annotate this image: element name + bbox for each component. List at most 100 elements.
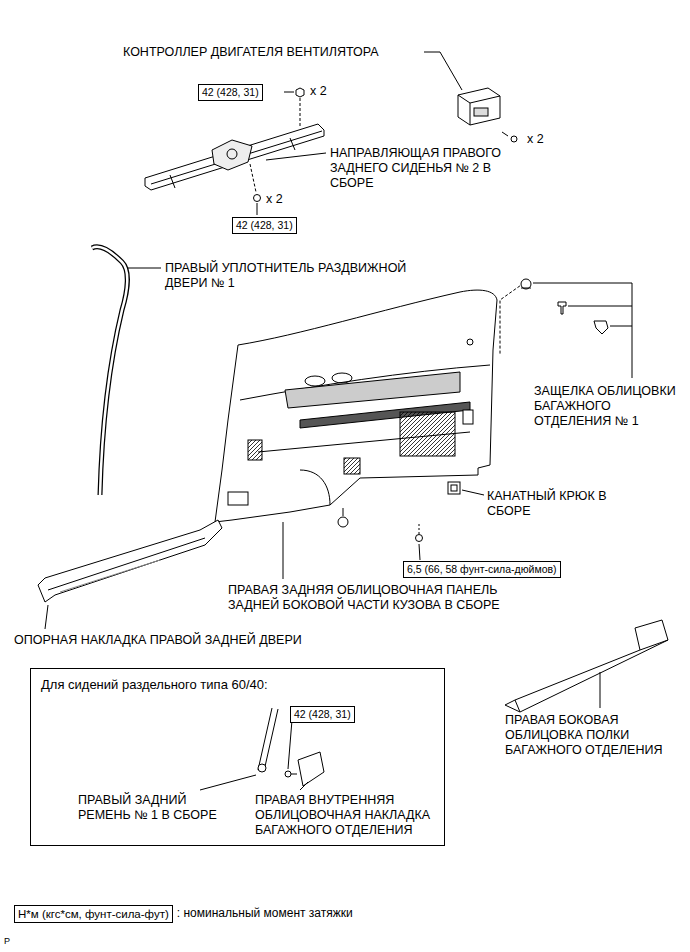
bolt [285, 771, 291, 777]
nut [296, 88, 304, 97]
side-panel [248, 440, 262, 460]
scuff-plate [48, 538, 205, 590]
leader-line [600, 672, 601, 708]
part-label: ПРАВАЯ ЗАДНЯЯ ОБЛИЦОВОЧНАЯ ПАНЕЛЬ ЗАДНЕЙ… [228, 583, 533, 613]
side-panel [332, 373, 352, 383]
legend-key: Н*м (кгс*см, фунт-сила-фут) [14, 905, 173, 923]
side-panel [400, 412, 455, 456]
bolt [291, 774, 297, 775]
door-seal [92, 247, 127, 495]
rope-hook [448, 482, 460, 494]
part-label: НАПРАВЛЯЮЩАЯ ПРАВОГО ЗАДНЕГО СИДЕНЬЯ № 2… [330, 146, 505, 191]
torque-spec: 42 (428, 31) [198, 84, 263, 101]
nut [296, 88, 304, 97]
fan-controller [458, 88, 500, 125]
torque-spec: 6,5 (66, 58 фунт-сила-дюймов) [403, 561, 561, 578]
screw [502, 132, 508, 136]
leader-line [419, 544, 420, 560]
leader-line [45, 605, 48, 629]
quantity-label: x 2 [527, 132, 544, 147]
scuff-plate [38, 520, 222, 602]
seat-belt [258, 708, 278, 772]
side-panel [215, 290, 497, 522]
shelf-trim [505, 620, 668, 712]
clip [338, 517, 348, 527]
fan-controller [458, 95, 500, 125]
leader-line [300, 782, 308, 790]
screw [419, 524, 420, 534]
sheet-mark: P [4, 934, 10, 949]
node-text: 42 (428, 31) [236, 219, 293, 232]
node-text: 42 (428, 31) [294, 708, 351, 721]
part-label: ОПОРНАЯ НАКЛАДКА ПРАВОЙ ЗАДНЕЙ ДВЕРИ [14, 633, 302, 648]
clip [558, 302, 566, 314]
shelf-trim [515, 640, 668, 712]
part-label: ПРАВЫЙ УПЛОТНИТЕЛЬ РАЗДВИЖНОЙ ДВЕРИ № 1 [165, 261, 450, 291]
inner-trim [298, 752, 324, 786]
dashed-line [500, 283, 524, 355]
leader-line [283, 522, 284, 579]
fan-controller [458, 88, 500, 125]
node-text: 6,5 (66, 58 фунт-сила-дюймов) [407, 563, 557, 576]
leader-line [288, 720, 292, 769]
part-label: КОНТРОЛЛЕР ДВИГАТЕЛЯ ВЕНТИЛЯТОРА [123, 45, 379, 60]
screw [416, 524, 423, 542]
node-text: 42 (428, 31) [202, 86, 259, 99]
leader-line [257, 203, 258, 215]
torque-spec: 42 (428, 31) [232, 217, 297, 234]
torque-spec: 42 (428, 31) [290, 706, 355, 723]
side-panel [300, 470, 330, 505]
side-panel [344, 458, 360, 474]
clip [521, 279, 531, 289]
dashed-line [300, 98, 301, 128]
screw [416, 535, 423, 542]
seat-rail [212, 140, 252, 170]
seat-rail [145, 124, 324, 190]
legend-text: : номинальный момент затяжки [177, 906, 353, 921]
door-seal [92, 247, 127, 495]
node-text: Н*м (кгс*см, фунт-сила-фут) [18, 907, 169, 921]
part-label: ПРАВАЯ ВНУТРЕННЯЯ ОБЛИЦОВОЧНАЯ НАКЛАДКА … [255, 793, 440, 838]
leader-line [266, 153, 326, 160]
rope-hook [451, 485, 457, 491]
part-label: КАНАТНЫЙ КРЮК В СБОРЕ [487, 489, 609, 519]
seat-rail [151, 131, 322, 184]
seat-rail [227, 149, 237, 159]
shelf-trim [505, 620, 668, 712]
leader-line [533, 283, 632, 378]
clip [594, 321, 608, 334]
side-panel [467, 339, 473, 345]
side-panel [215, 290, 497, 522]
quantity-label: x 2 [266, 192, 283, 207]
side-panel [305, 376, 325, 386]
clip [594, 321, 608, 334]
leader-line [284, 92, 294, 93]
rope-hook [448, 482, 460, 494]
dashed-line [250, 164, 256, 192]
scuff-plate [38, 520, 222, 602]
seat-rail [145, 124, 324, 190]
leader-line [128, 268, 161, 269]
bolt [254, 195, 261, 202]
clip [521, 279, 531, 289]
side-panel [228, 492, 248, 505]
quantity-label: x 2 [310, 84, 327, 99]
screw [502, 132, 517, 142]
seat-rail [170, 138, 295, 188]
screw [511, 136, 517, 142]
clip [338, 508, 348, 527]
door-seal [92, 247, 127, 495]
clip [558, 302, 566, 314]
leader-line [200, 775, 256, 790]
seat-belt [258, 764, 266, 772]
bolt [254, 195, 261, 202]
part-label: ЗАЩЕЛКА ОБЛИЦОВКИ БАГАЖНОГО ОТДЕЛЕНИЯ № … [534, 384, 684, 429]
clip [521, 288, 531, 289]
inner-trim [298, 752, 324, 786]
bolt [285, 771, 297, 777]
clip [343, 508, 344, 516]
part-label: ПРАВАЯ БОКОВАЯ ОБЛИЦОВКА ПОЛКИ БАГАЖНОГО… [505, 713, 680, 758]
scuff-plate [60, 560, 160, 592]
leader-line [462, 490, 484, 495]
